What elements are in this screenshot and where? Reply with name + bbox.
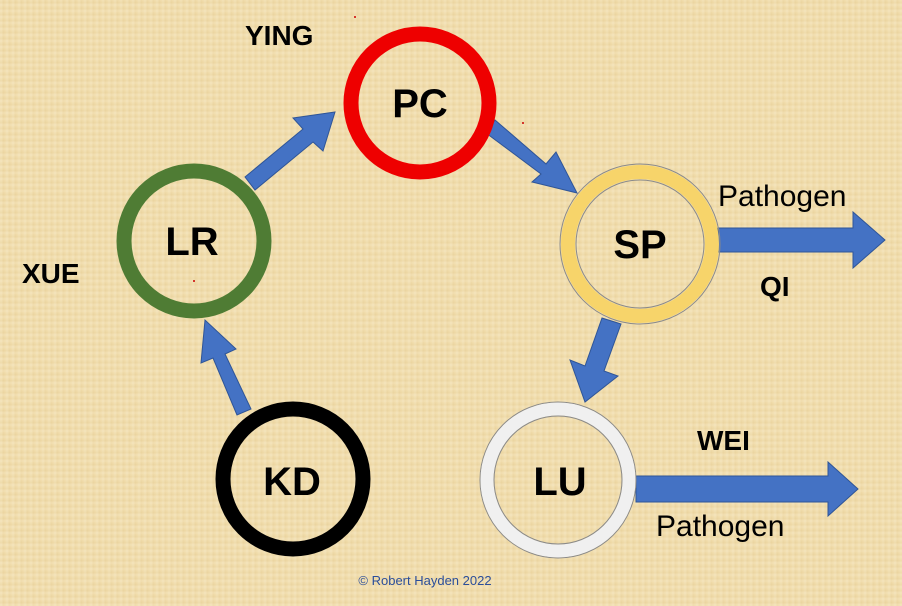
ring-sp-outline <box>559 163 721 325</box>
arrow-lu-pathogen <box>635 460 859 518</box>
ring-sp-inner-outline <box>575 179 705 309</box>
label-wei: WEI <box>697 425 750 456</box>
node-label-kd: KD <box>263 460 321 504</box>
node-label-pc: PC <box>392 82 448 126</box>
ring-lu <box>480 402 636 558</box>
ring-sp <box>561 165 719 323</box>
arrow-pc-to-sp <box>485 119 578 194</box>
node-lu: LU <box>479 401 637 559</box>
label-ying: YING <box>245 20 313 51</box>
arrow-lr-to-pc <box>244 111 336 191</box>
ring-lu-inner-outline <box>493 415 623 545</box>
ring-lu-outline <box>479 401 637 559</box>
label-pathogen-bottom: Pathogen <box>656 510 784 543</box>
arrow-sp-pathogen <box>717 210 886 270</box>
node-label-sp: SP <box>613 223 666 267</box>
speck-dot <box>522 122 524 124</box>
ring-kd <box>215 401 371 557</box>
node-label-lr: LR <box>165 220 218 264</box>
speck-dot <box>354 16 356 18</box>
node-kd: KD <box>215 401 371 557</box>
node-pc: PC <box>343 26 497 180</box>
arrow-sp-to-lu <box>569 317 622 403</box>
label-xue: XUE <box>22 258 80 289</box>
ring-lr <box>116 163 272 319</box>
node-label-lu: LU <box>533 460 586 504</box>
copyright-text: © Robert Hayden 2022 <box>358 573 491 588</box>
node-lr: LR <box>116 163 272 319</box>
label-qi: QI <box>760 271 790 302</box>
node-sp: SP <box>559 163 721 325</box>
ring-pc <box>343 26 497 180</box>
arrow-kd-to-lr <box>200 318 252 416</box>
speck-dot <box>193 280 195 282</box>
label-pathogen-top: Pathogen <box>718 180 846 213</box>
